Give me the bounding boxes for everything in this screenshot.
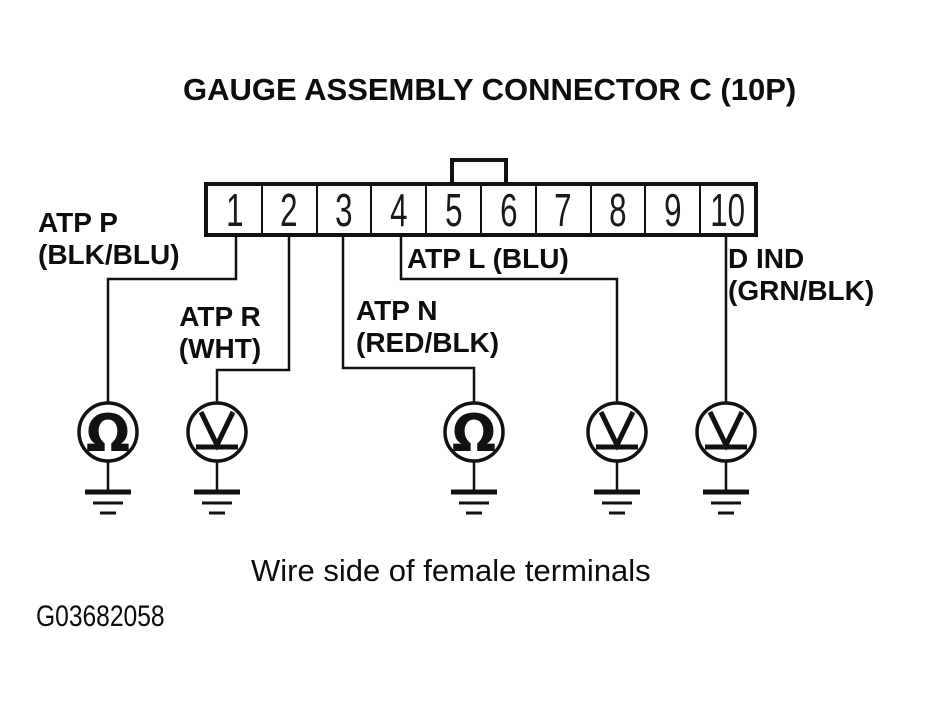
voltmeter-icon [586, 401, 648, 463]
ohm-symbol: Ω [452, 404, 496, 464]
wire-name: ATP N [356, 295, 438, 326]
ground-icon [85, 461, 131, 515]
wire-name: ATP P [38, 207, 118, 238]
wire-color: (WHT) [178, 332, 262, 364]
ground-icon [451, 461, 497, 515]
connector-pin-5: 5 [427, 186, 482, 233]
ohm-symbol: Ω [86, 404, 130, 464]
connector-pin-4: 4 [372, 186, 428, 233]
connector-pin-9: 9 [646, 186, 702, 233]
wire-color: (BLK/BLU) [38, 238, 180, 270]
pin-number: 9 [664, 186, 682, 233]
pin-number: 3 [335, 186, 353, 233]
caption: Wire side of female terminals [251, 553, 651, 588]
connector-pin-10: 10 [701, 186, 754, 233]
wire-name: ATP L [407, 243, 485, 274]
label-atp-p: ATP P (BLK/BLU) [38, 207, 180, 271]
connector-pin-6: 6 [482, 186, 537, 233]
connector-pin-2: 2 [263, 186, 318, 233]
connector-pin-8: 8 [592, 186, 647, 233]
connector-pin-7: 7 [537, 186, 592, 233]
voltmeter-icon [695, 401, 757, 463]
wire-atp-r [215, 237, 291, 403]
label-d-ind: D IND (GRN/BLK) [728, 243, 874, 307]
label-atp-r: ATP R (WHT) [168, 301, 272, 365]
wire-atp-n [341, 237, 476, 403]
ground-icon [594, 461, 640, 515]
ground-icon [703, 461, 749, 515]
pin-number: 6 [499, 186, 518, 233]
diagram-title: GAUGE ASSEMBLY CONNECTOR C (10P) [183, 72, 797, 107]
wire-color: (RED/BLK) [356, 326, 500, 358]
connector-key-tab [450, 158, 508, 186]
wire-color: (GRN/BLK) [728, 274, 875, 306]
label-atp-n: ATP N (RED/BLK) [356, 295, 499, 359]
pin-number: 8 [609, 186, 627, 233]
connector-pin-3: 3 [318, 186, 373, 233]
pin-number: 7 [554, 186, 572, 233]
pin-number: 1 [225, 186, 244, 233]
ohmmeter-icon: Ω [443, 401, 505, 464]
wire-atp-l [399, 237, 619, 403]
wire-name: D IND [728, 243, 805, 274]
wire-name: ATP R [179, 301, 261, 332]
ground-icon [194, 461, 240, 515]
wire-atp-p [106, 237, 238, 403]
pin-number: 10 [710, 186, 745, 233]
ohmmeter-icon: Ω [77, 401, 139, 464]
connector-pin-1: 1 [208, 186, 263, 233]
figure-id: G03682058 [36, 600, 165, 633]
connector-body: 1 2 3 4 5 6 7 8 9 10 [204, 182, 758, 237]
wire-color: (BLU) [492, 243, 569, 274]
pin-number: 2 [280, 186, 298, 233]
pin-number: 4 [390, 186, 408, 233]
voltmeter-icon [186, 401, 248, 463]
pin-number: 5 [444, 186, 463, 233]
label-atp-l: ATP L (BLU) [407, 243, 569, 275]
